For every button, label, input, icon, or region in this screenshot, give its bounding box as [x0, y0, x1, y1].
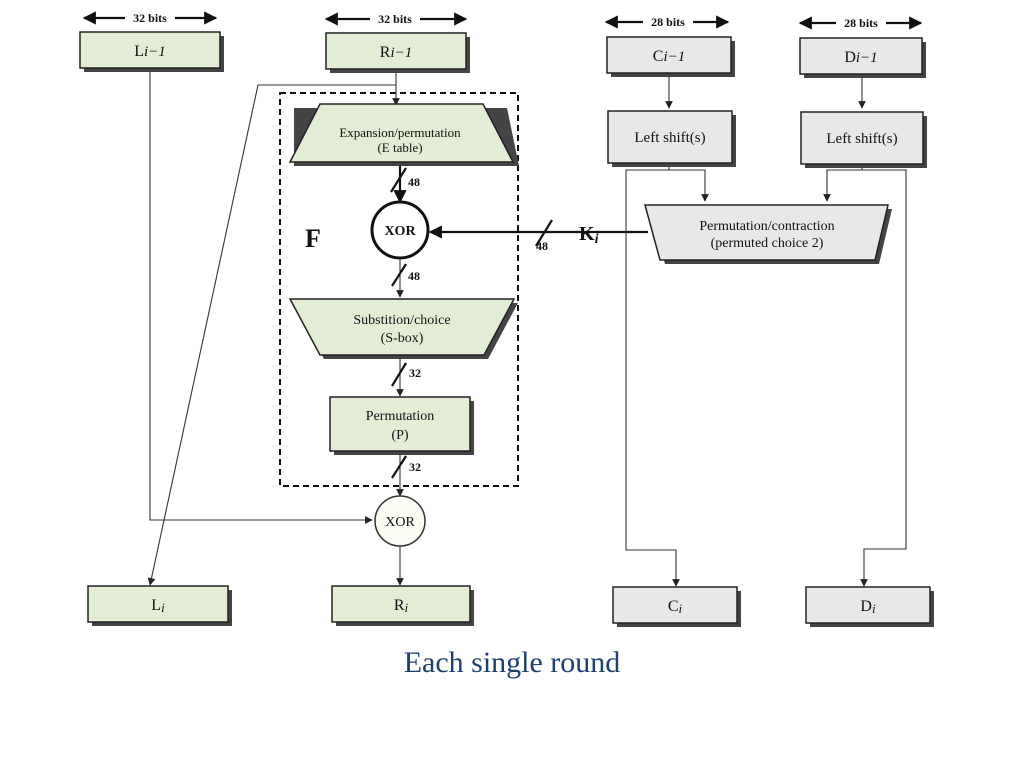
svg-text:Li: Li	[151, 597, 165, 615]
bits-dimension-d: 28 bits	[798, 15, 923, 30]
output-d-letter: D	[860, 598, 872, 615]
output-c-sub: i	[679, 601, 683, 616]
substitution-box: Substition/choice (S-box)	[288, 298, 518, 359]
pc2-label-1: Permutation/contraction	[699, 219, 834, 234]
svg-text:Ri: Ri	[394, 597, 409, 615]
f-label: F	[305, 224, 321, 253]
bits-label-d: 28 bits	[844, 16, 878, 30]
output-box-l: Li	[87, 585, 232, 626]
expansion-label-2: (E table)	[377, 140, 422, 155]
left-shift-d-label: Left shift(s)	[826, 131, 897, 147]
input-l-sub: i−1	[144, 44, 166, 60]
input-r-sub: i−1	[390, 45, 412, 61]
width-xor-out: 48	[408, 269, 420, 283]
key-letter: K	[579, 223, 595, 245]
output-d-sub: i	[872, 601, 876, 616]
permuted-choice-2-box: Permutation/contraction (permuted choice…	[644, 204, 892, 264]
permutation-label-1: Permutation	[366, 409, 434, 424]
bits-dimension-c: 28 bits	[604, 14, 730, 29]
bits-dimension-r: 32 bits	[324, 11, 468, 26]
left-shift-c-box: Left shift(s)	[607, 110, 736, 167]
xor-f: XOR	[370, 200, 430, 260]
output-l-letter: L	[151, 597, 161, 614]
expansion-label-1: Expansion/permutation	[339, 125, 461, 140]
key-sub: i	[595, 232, 599, 247]
output-r-letter: R	[394, 597, 405, 614]
svg-text:Di: Di	[860, 598, 876, 616]
output-box-c: Ci	[612, 586, 741, 627]
input-d-letter: D	[844, 49, 856, 66]
f-function-boundary	[279, 92, 519, 487]
input-box-d: Di−1	[799, 37, 926, 78]
connectors	[147, 66, 907, 587]
xor-bottom-label: XOR	[385, 515, 415, 530]
width-e-out: 48	[408, 175, 420, 189]
xor-bottom: XOR	[374, 495, 426, 547]
bits-label-c: 28 bits	[651, 15, 685, 29]
input-d-sub: i−1	[856, 50, 878, 66]
output-r-sub: i	[405, 600, 409, 615]
input-box-r: Ri−1	[325, 32, 470, 73]
xor-f-label: XOR	[384, 224, 416, 239]
output-box-r: Ri	[331, 585, 474, 626]
expansion-permutation-box: Expansion/permutation (E table)	[288, 103, 519, 166]
input-c-sub: i−1	[663, 49, 685, 65]
bits-label-r: 32 bits	[378, 12, 412, 26]
input-box-l: Li−1	[79, 31, 224, 72]
width-key: 48	[536, 239, 548, 253]
permutation-label-2: (P)	[391, 428, 408, 443]
output-c-letter: C	[668, 598, 679, 615]
svg-text:Li−1: Li−1	[134, 43, 166, 60]
key-label: Ki	[579, 223, 599, 247]
bits-dimension-l: 32 bits	[82, 10, 218, 25]
bits-label-l: 32 bits	[133, 11, 167, 25]
width-s-out: 32	[409, 366, 421, 380]
substitution-label-2: (S-box)	[381, 331, 424, 346]
output-l-sub: i	[161, 600, 165, 615]
substitution-label-1: Substition/choice	[353, 313, 450, 328]
svg-text:Ci−1: Ci−1	[653, 48, 685, 65]
width-p-out: 32	[409, 460, 421, 474]
svg-text:Ci: Ci	[668, 598, 683, 616]
svg-text:Ri−1: Ri−1	[380, 44, 412, 61]
input-c-letter: C	[653, 48, 664, 65]
width-markers: 48 48 48 32 32	[390, 167, 553, 479]
input-l-letter: L	[134, 43, 144, 60]
permutation-p-box: Permutation (P)	[329, 396, 474, 455]
input-r-letter: R	[380, 44, 391, 61]
svg-text:Di−1: Di−1	[844, 49, 877, 66]
slide-caption: Each single round	[403, 646, 621, 679]
pc2-label-2: (permuted choice 2)	[711, 236, 824, 251]
left-shift-d-box: Left shift(s)	[800, 111, 927, 168]
left-shift-c-label: Left shift(s)	[634, 130, 705, 146]
input-box-c: Ci−1	[606, 36, 735, 77]
output-box-d: Di	[805, 586, 934, 627]
